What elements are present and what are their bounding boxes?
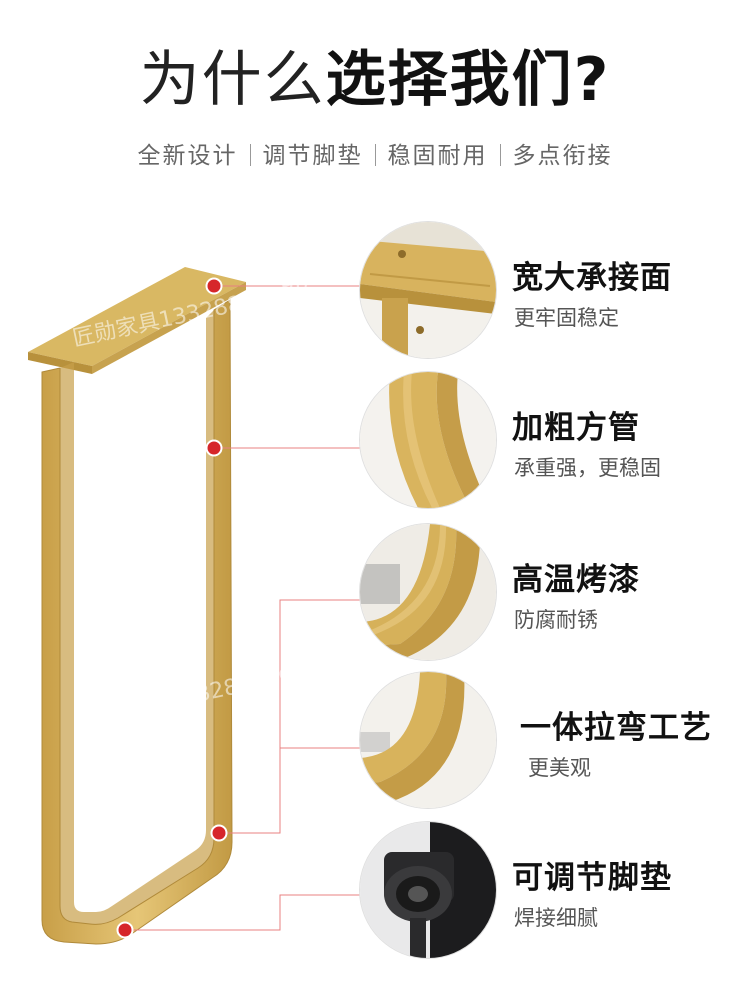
feature-subtitle: 更美观 [528, 756, 591, 780]
markers [116, 277, 228, 939]
tag-line: 全新设计调节脚垫稳固耐用多点衔接 [0, 136, 750, 170]
feature-title: 一体拉弯工艺 [520, 710, 712, 746]
tag-multi-joint: 多点衔接 [512, 143, 613, 169]
bent-corner-closeup-image [360, 672, 496, 808]
marker-dot [205, 439, 223, 457]
divider [249, 144, 251, 166]
feature-title: 加粗方管 [512, 410, 640, 446]
feature-one-piece-bend: 一体拉弯工艺 更美观 [360, 672, 750, 812]
feature-adjustable-foot: 可调节脚垫 焊接细腻 [360, 822, 750, 962]
top-plate [28, 267, 246, 374]
marker-dot [116, 921, 134, 939]
feature-subtitle: 承重强，更稳固 [514, 456, 661, 480]
feature-bearing-surface: 宽大承接面 更牢固稳定 [360, 222, 750, 362]
marker-dot [210, 824, 228, 842]
feature-title: 可调节脚垫 [512, 860, 672, 896]
feature-paint-finish: 高温烤漆 防腐耐锈 [360, 524, 750, 664]
divider [374, 144, 376, 166]
title-bold: 选择我们? [325, 45, 611, 115]
tag-adjustable-foot: 调节脚垫 [262, 143, 363, 169]
paint-finish-closeup-image [360, 524, 496, 660]
page-title: 为什么选择我们? [0, 40, 750, 120]
bracket-plate-closeup-image [360, 222, 496, 358]
feature-subtitle: 更牢固稳定 [514, 306, 619, 330]
leg-frame [41, 299, 233, 945]
feature-subtitle: 防腐耐锈 [514, 608, 598, 632]
title-light: 为什么 [139, 45, 326, 115]
tag-new-design: 全新设计 [137, 143, 238, 169]
marker-dot [205, 277, 223, 295]
leader-lines [125, 285, 360, 931]
feature-title: 高温烤漆 [512, 562, 640, 598]
tag-durable: 稳固耐用 [387, 143, 488, 169]
feature-title: 宽大承接面 [512, 260, 672, 296]
square-tube-closeup-image [360, 372, 496, 508]
adjustable-foot-closeup-image [360, 822, 496, 958]
feature-subtitle: 焊接细腻 [514, 906, 598, 930]
feature-thick-tube: 加粗方管 承重强，更稳固 [360, 372, 750, 512]
divider [499, 144, 501, 166]
